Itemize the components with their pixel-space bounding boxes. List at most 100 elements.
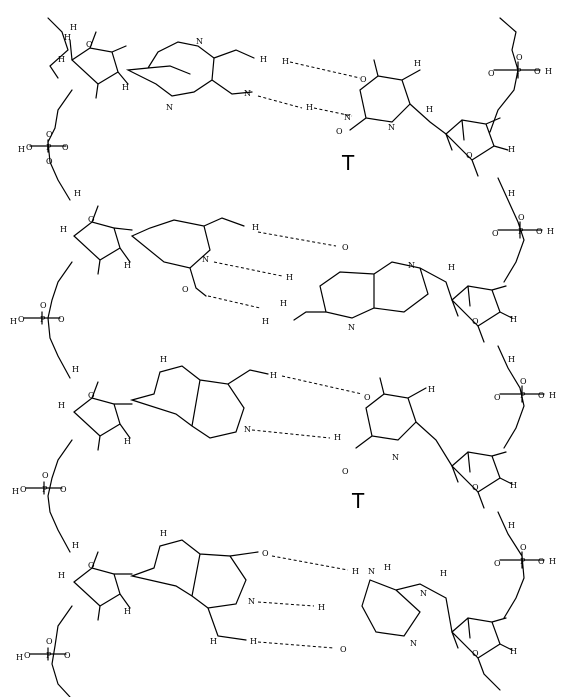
atom-label: O [538, 557, 545, 566]
atom-label: N [408, 261, 415, 270]
atom-label: O [520, 543, 527, 552]
atom-label: O [516, 53, 523, 62]
atom-label: O [46, 130, 53, 139]
left-sugar-1: O H H [64, 31, 129, 99]
atom-label: H [58, 55, 65, 64]
atom-label: O [494, 393, 501, 402]
atom-label: O [536, 227, 543, 236]
atom-label: H [549, 391, 556, 400]
atom-label: N [388, 123, 395, 132]
left-backbone [47, 17, 73, 697]
atom-label: O [18, 315, 25, 324]
atom-label: O [340, 645, 347, 654]
atom-label: O [262, 549, 269, 558]
atom-label: O [46, 637, 53, 646]
atom-label: O [26, 143, 33, 152]
atom-label: O [520, 377, 527, 386]
atom-label: O [86, 40, 93, 49]
atom-label: O [88, 561, 95, 570]
atom-label: H [60, 225, 67, 234]
atom-label: O [472, 649, 479, 658]
atom-label: H [16, 653, 23, 662]
atom-label: O [342, 243, 349, 252]
right-backbone [489, 17, 525, 619]
atom-label: O [88, 215, 95, 224]
atom-label: O [534, 67, 541, 76]
atom-label: N [248, 597, 255, 606]
atom-label: H [58, 401, 65, 410]
atom-label: H [508, 355, 515, 364]
atom-label: H [508, 145, 515, 154]
atom-label: N [166, 103, 173, 112]
right-phosphate-2: O P O H O [492, 213, 554, 239]
atom-label: P [520, 391, 526, 400]
atom-label: H [252, 223, 259, 232]
atom-label: H [72, 541, 79, 550]
atom-label: N [244, 89, 251, 98]
atom-label: H [12, 487, 19, 496]
atom-label: O [488, 69, 495, 78]
atom-label: H [414, 59, 421, 68]
atom-label: O [492, 229, 499, 238]
atom-label: H [18, 145, 25, 154]
atom-label: N [244, 425, 251, 434]
base-pair-3: H H N H O O N H T [129, 355, 453, 513]
base-pair-4: H O N H H H N H H N O N H [129, 529, 453, 654]
left-sugar-2: O H [73, 205, 133, 275]
atom-label: O [58, 315, 65, 324]
atom-label: H [384, 563, 391, 572]
left-phosphate-2: H O P O O [10, 301, 65, 326]
right-phosphate-4: O P O H O [494, 543, 556, 569]
atom-label: H [250, 637, 257, 646]
right-sugar-1: O H [445, 117, 515, 177]
base-label-thymine-1: T [341, 151, 355, 175]
atom-label: N [344, 113, 351, 122]
base-pair-2: N H O H O N H H H N [130, 217, 455, 332]
atom-label: O [20, 485, 27, 494]
atom-label: H [124, 261, 131, 270]
atom-label: O [88, 391, 95, 400]
right-phosphate-3: O P O H O [494, 377, 556, 403]
right-phosphate-1: O P O H O [488, 53, 552, 79]
atom-label: O [494, 559, 501, 568]
atom-label: H [72, 365, 79, 374]
atom-label: O [472, 483, 479, 492]
atom-label: P [518, 227, 524, 236]
atom-label: P [42, 485, 48, 494]
atom-label: H [510, 315, 517, 324]
atom-label: O [360, 75, 367, 84]
atom-label: O [60, 485, 67, 494]
atom-label: H [286, 273, 293, 282]
atom-label: P [46, 143, 52, 152]
atom-label: O [46, 157, 53, 166]
atom-label: H [64, 33, 71, 42]
atom-label: P [46, 651, 52, 660]
right-sugar-3: O H [451, 451, 517, 509]
base-pair-1: N N N H H H O N O N H H T [125, 37, 447, 175]
atom-label: H [280, 299, 287, 308]
atom-label: N [196, 37, 203, 46]
atom-label: O [42, 471, 49, 480]
right-sugar-4: O H [451, 617, 517, 691]
atom-label: H [508, 189, 515, 198]
atom-label: N [368, 567, 375, 576]
atom-label: H [352, 567, 359, 576]
atom-label: O [466, 151, 473, 160]
atom-label: O [182, 285, 189, 294]
atom-label: P [40, 315, 46, 324]
atom-label: H [440, 569, 447, 578]
atom-label: H [306, 103, 313, 112]
left-phosphate-1: H O P O O O [18, 130, 69, 166]
atom-label: H [74, 189, 81, 198]
left-sugar-4: O H [73, 551, 133, 621]
atom-label: H [160, 529, 167, 538]
atom-label: H [510, 481, 517, 490]
atom-label: H [549, 557, 556, 566]
base-label-thymine-2: T [351, 489, 365, 513]
backbone-hydrogens: H H H H H H H H H H H [58, 23, 515, 580]
atom-label: P [520, 557, 526, 566]
atom-label: O [62, 143, 69, 152]
atom-label: H [124, 607, 131, 616]
atom-label: H [160, 355, 167, 364]
right-sugar-2: O H [451, 285, 517, 343]
